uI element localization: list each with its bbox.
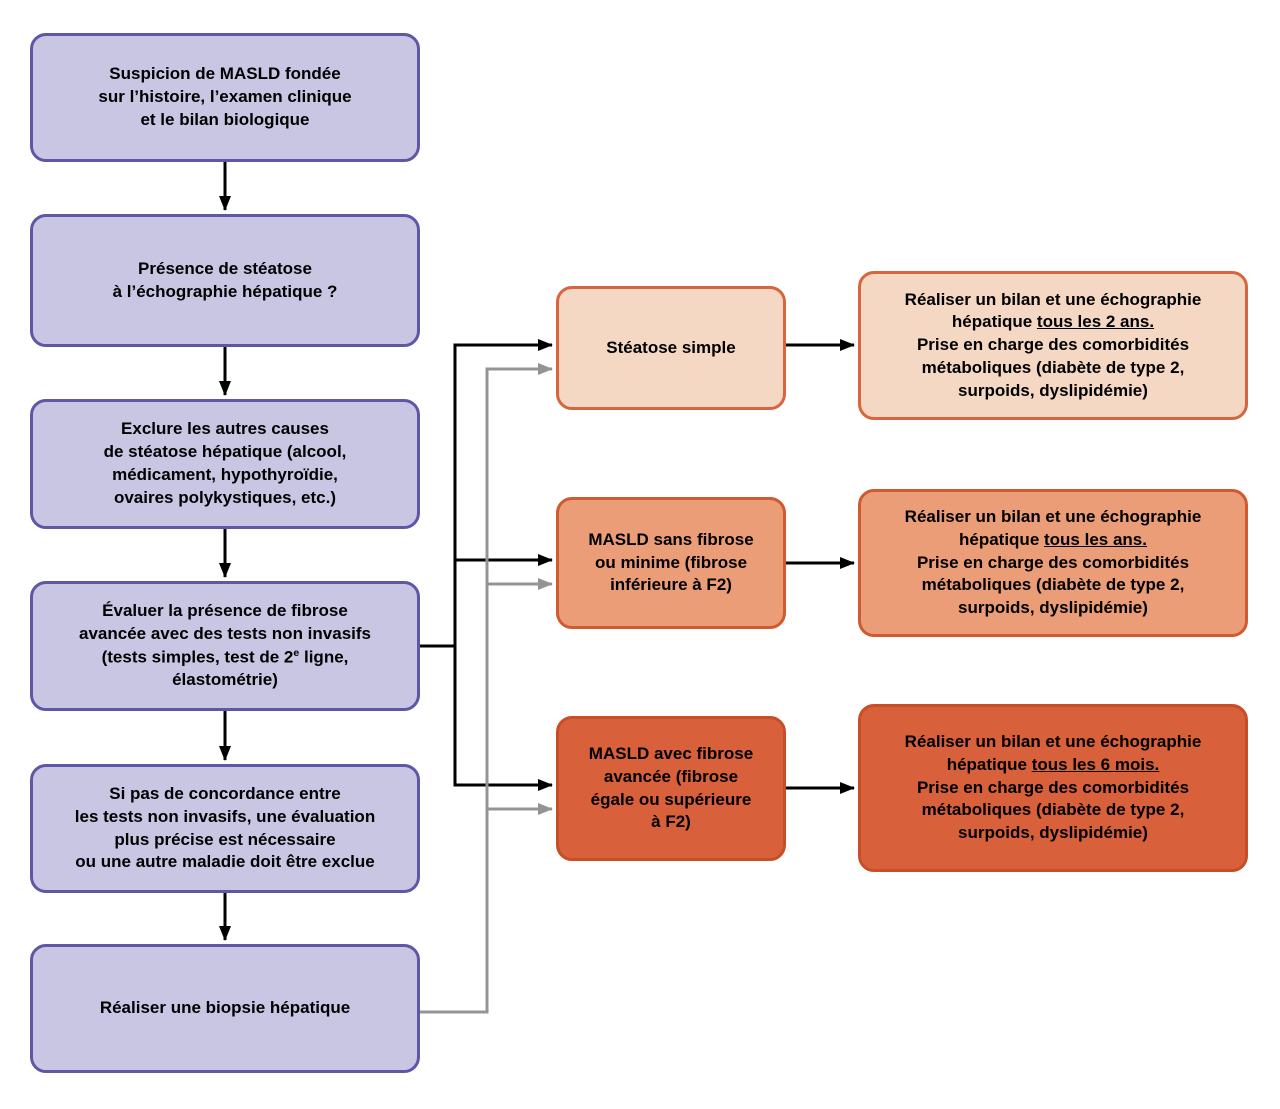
node-text: Réaliser un bilan et une échographie hép… xyxy=(905,731,1202,845)
flow-node-masld-sans-fibrose: MASLD sans fibrose ou minime (fibrose in… xyxy=(556,497,786,629)
node-text: Réaliser un bilan et une échographie hép… xyxy=(905,289,1202,403)
underlined-interval: tous les 2 ans. xyxy=(1036,312,1155,332)
node-text: Évaluer la présence de fibrose avancée a… xyxy=(79,600,371,692)
node-text: Présence de stéatose à l’échographie hép… xyxy=(112,258,338,301)
superscript-e: e xyxy=(293,646,300,659)
underlined-interval: tous les ans. xyxy=(1044,529,1147,549)
text-segment: Prise en charge des comorbidités métabol… xyxy=(916,552,1190,618)
underlined-interval: tous les 6 mois. xyxy=(1031,754,1160,774)
node-text: Stéatose simple xyxy=(606,337,736,357)
flow-node-suivi-tous-les-6-mois: Réaliser un bilan et une échographie hép… xyxy=(858,704,1248,872)
node-text: Réaliser un bilan et une échographie hép… xyxy=(905,506,1202,620)
node-text: MASLD avec fibrose avancée (fibrose égal… xyxy=(588,743,754,832)
flow-node-suivi-tous-les-2-ans: Réaliser un bilan et une échographie hép… xyxy=(858,271,1248,420)
node-text: MASLD sans fibrose ou minime (fibrose in… xyxy=(588,529,754,595)
flow-node-biopsie-hepatique: Réaliser une biopsie hépatique xyxy=(30,944,420,1073)
text-segment: Réaliser un bilan et une échographie hép… xyxy=(904,289,1202,332)
flow-node-masld-fibrose-avancee: MASLD avec fibrose avancée (fibrose égal… xyxy=(556,716,786,861)
node-text: Suspicion de MASLD fondée sur l’histoire… xyxy=(98,64,352,129)
node-text: Si pas de concordance entre les tests no… xyxy=(74,783,376,872)
text-segment: Prise en charge des comorbidités métabol… xyxy=(916,335,1190,400)
text-segment: ligne, élastométrie) xyxy=(172,647,349,690)
flow-node-steatose-simple: Stéatose simple xyxy=(556,286,786,410)
flow-node-suspicion-masld: Suspicion de MASLD fondée sur l’histoire… xyxy=(30,33,420,162)
flow-node-exclure-autres-causes: Exclure les autres causes de stéatose hé… xyxy=(30,399,420,529)
flow-node-evaluer-fibrose: Évaluer la présence de fibrose avancée a… xyxy=(30,581,420,711)
flow-node-concordance-tests: Si pas de concordance entre les tests no… xyxy=(30,764,420,893)
text-segment: Réaliser un bilan et une échographie hép… xyxy=(904,507,1202,549)
node-text: Réaliser une biopsie hépatique xyxy=(99,998,351,1018)
node-text: Exclure les autres causes de stéatose hé… xyxy=(103,419,347,507)
text-segment: Évaluer la présence de fibrose avancée a… xyxy=(79,601,371,667)
text-segment: Réaliser un bilan et une échographie hép… xyxy=(904,732,1202,774)
flow-node-presence-steatose: Présence de stéatose à l’échographie hép… xyxy=(30,214,420,347)
flow-node-suivi-tous-les-ans: Réaliser un bilan et une échographie hép… xyxy=(858,489,1248,637)
text-segment: Prise en charge des comorbidités métabol… xyxy=(916,777,1190,843)
